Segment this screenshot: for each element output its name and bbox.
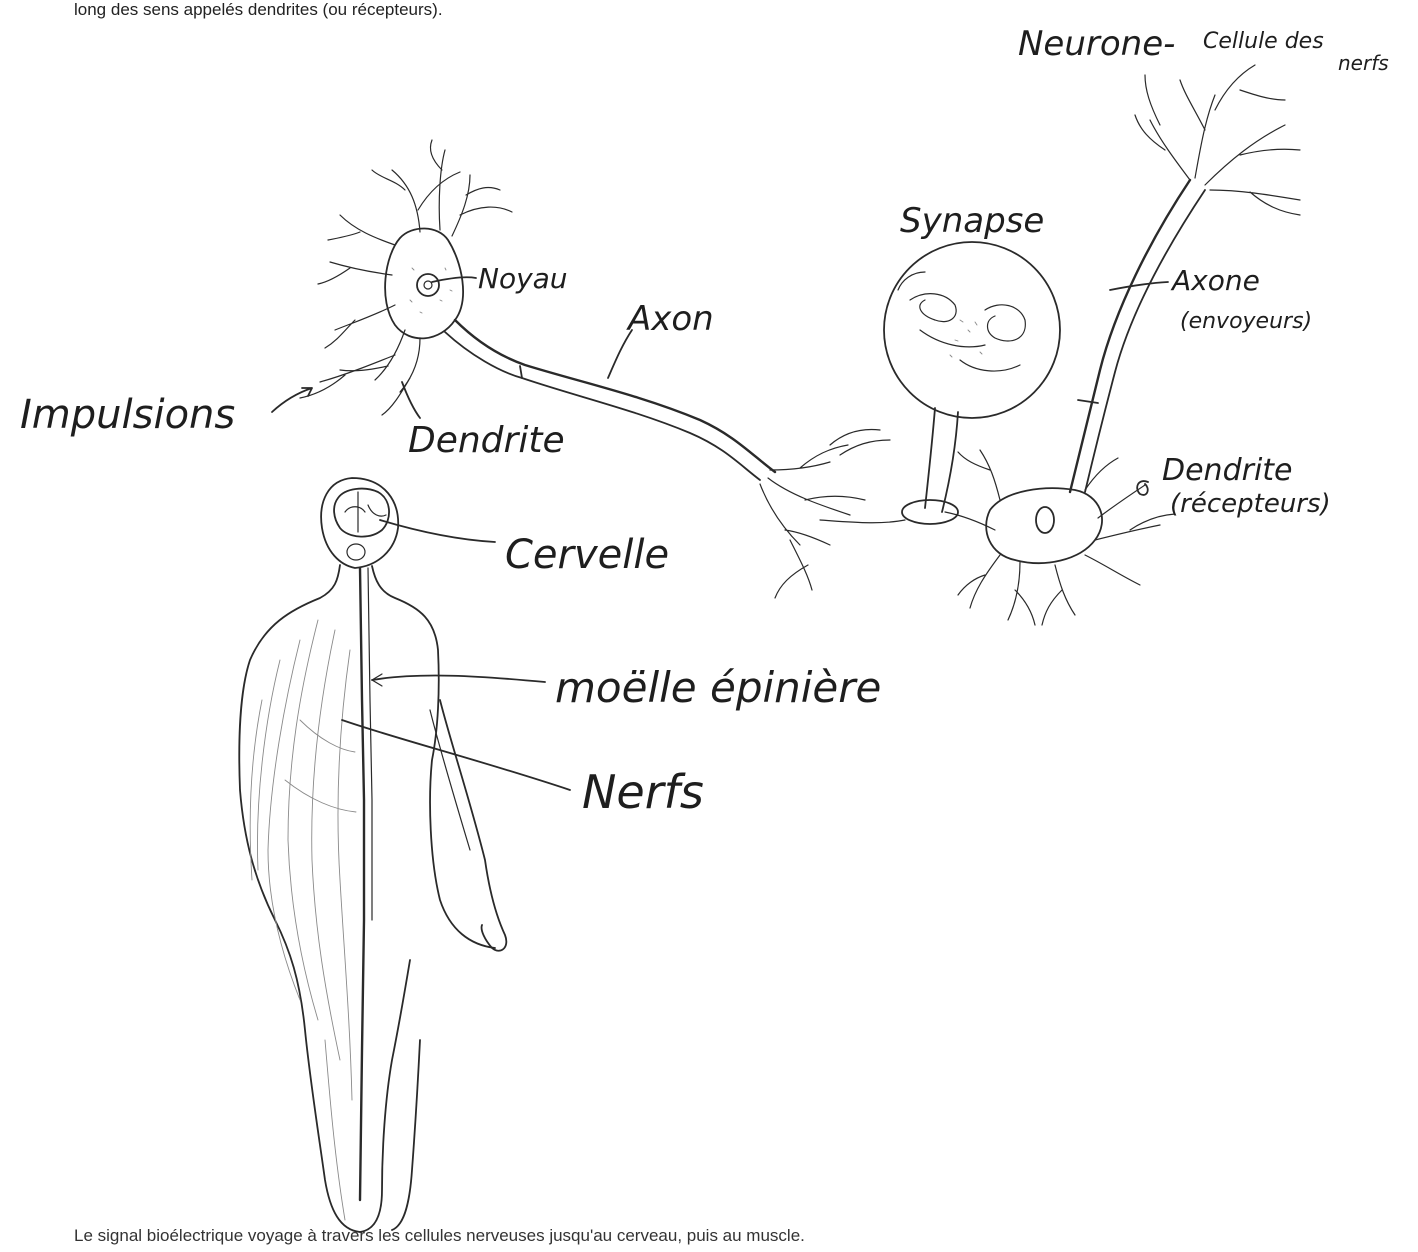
human-body — [239, 478, 570, 1232]
label-impulsions: Impulsions — [20, 392, 235, 438]
label-nerfs: Nerfs — [582, 765, 704, 819]
label-nerfs-title: nerfs — [1338, 51, 1389, 75]
label-moelle-epiniere: moëlle épinière — [555, 663, 881, 712]
body-text-bottom: Le signal bioélectrique voyage à travers… — [74, 1226, 805, 1246]
right-neuron — [945, 65, 1300, 625]
nucleus-icon — [417, 274, 439, 296]
label-axone: Axone — [1170, 264, 1260, 297]
nucleus-icon-right — [1036, 507, 1054, 533]
label-axon: Axon — [626, 299, 714, 339]
moelle-pointer — [372, 676, 545, 682]
label-noyau: Noyau — [478, 262, 568, 295]
label-cervelle: Cervelle — [505, 532, 669, 578]
label-recepteurs: (récepteurs) — [1170, 489, 1331, 519]
label-dendrite-right: Dendrite — [1162, 453, 1293, 488]
synapse-magnifier — [884, 242, 1060, 524]
nerfs-pointer — [342, 720, 570, 790]
label-cellule-des: Cellule des — [1203, 29, 1324, 54]
label-neurone: Neurone- — [1018, 24, 1175, 64]
label-dendrite-left: Dendrite — [408, 420, 565, 461]
label-synapse: Synapse — [900, 201, 1044, 241]
left-neuron — [300, 140, 905, 598]
label-envoyeurs: (envoyeurs) — [1180, 309, 1312, 334]
